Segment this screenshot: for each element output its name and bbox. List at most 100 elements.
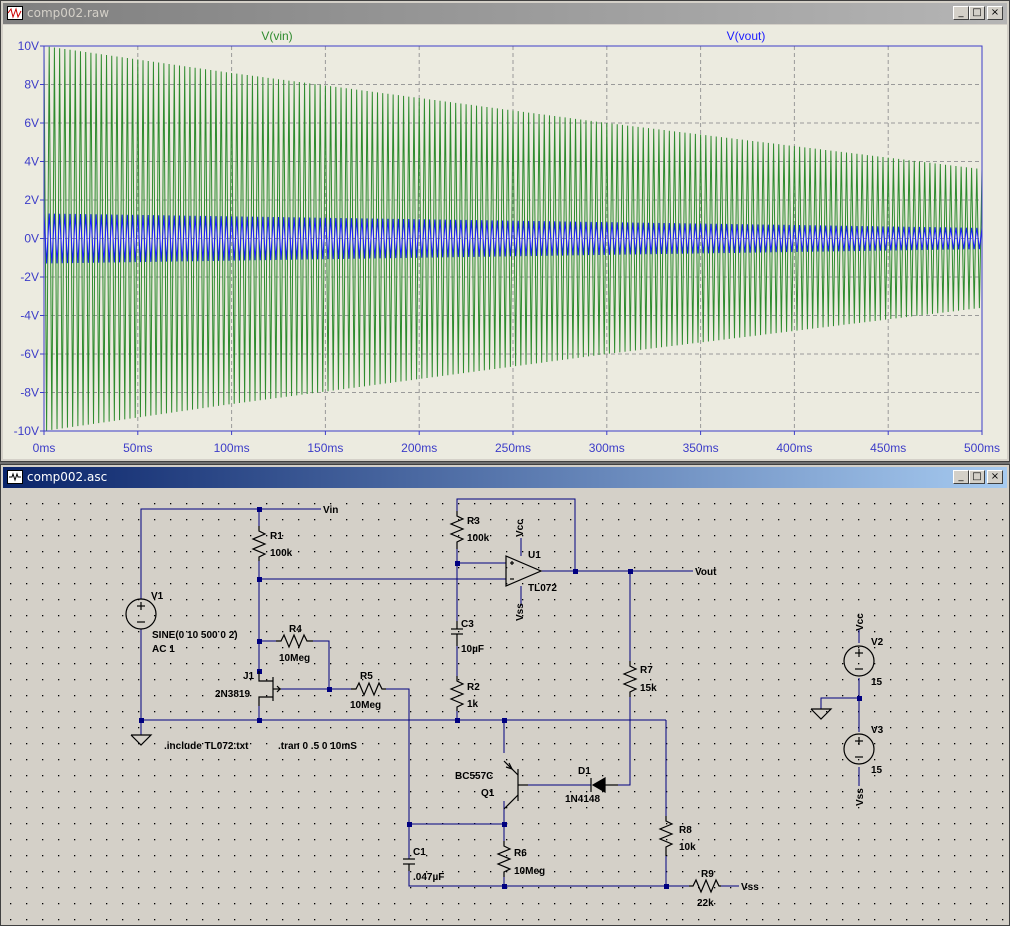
component-value-c3: 10µF — [461, 644, 484, 655]
y-tick-label: -10V — [14, 424, 39, 438]
net-label-vin: Vin — [323, 505, 338, 516]
close-button[interactable]: × — [987, 6, 1003, 20]
wire — [820, 697, 859, 709]
component-value-j1: 2N3819 — [215, 689, 250, 700]
opamp-u1[interactable] — [505, 555, 543, 587]
resistor-r3[interactable] — [449, 511, 465, 549]
spice-directive-include[interactable]: .include TL072.txt — [164, 741, 249, 752]
component-label-r3: R3 — [467, 516, 480, 527]
maximize-button[interactable]: □ — [969, 470, 985, 484]
component-label-q1: Q1 — [481, 788, 495, 799]
junction — [407, 822, 412, 827]
schematic-canvas[interactable]: Vin Vout Vcc Vss Vcc Vss Vss U1 TL072 R1… — [3, 489, 1007, 923]
wire-feedback — [456, 498, 576, 571]
net-label-vout: Vout — [695, 567, 717, 578]
plot-window-titlebar[interactable]: comp002.raw _ □ × — [3, 3, 1007, 24]
component-value-r1: 100k — [270, 548, 293, 559]
resistor-r8[interactable] — [658, 816, 674, 856]
plot-traces — [43, 45, 983, 431]
junction — [455, 561, 460, 566]
voltage-source-v3[interactable] — [843, 733, 875, 765]
component-value-v2: 15 — [871, 677, 883, 688]
component-value-r3: 100k — [467, 533, 490, 544]
y-tick-label: 0V — [24, 232, 39, 246]
junction — [257, 577, 262, 582]
minimize-button[interactable]: _ — [953, 6, 969, 20]
minimize-button[interactable]: _ — [953, 470, 969, 484]
y-tick-label: 10V — [18, 39, 39, 53]
component-label-r6: R6 — [514, 848, 527, 859]
ground-symbol[interactable] — [810, 708, 833, 720]
resistor-r5[interactable] — [351, 681, 386, 697]
junction — [327, 687, 332, 692]
component-label-r7: R7 — [640, 665, 653, 676]
component-label-u1: U1 — [528, 550, 541, 561]
resistor-r7[interactable] — [622, 661, 638, 697]
capacitor-c1[interactable] — [403, 858, 415, 871]
component-value-r9: 22k — [697, 898, 714, 909]
plot-frame — [43, 45, 983, 432]
junction — [628, 569, 633, 574]
junction — [502, 884, 507, 889]
junction — [573, 569, 578, 574]
junction — [502, 822, 507, 827]
x-tick-label: 50ms — [123, 441, 152, 455]
close-button[interactable]: × — [987, 470, 1003, 484]
wires — [140, 498, 860, 887]
component-value-u1: TL072 — [528, 583, 557, 594]
schematic-drawing[interactable]: Vin Vout Vcc Vss Vcc Vss Vss U1 TL072 R1… — [3, 489, 1007, 923]
x-tick-label: 150ms — [307, 441, 343, 455]
y-tick-label: 2V — [24, 193, 39, 207]
net-label-vss: Vss — [741, 882, 759, 893]
spice-directive-tran[interactable]: .tran 0 .5 0 10mS — [278, 741, 357, 752]
plot-window-title: comp002.raw — [27, 6, 110, 20]
component-label-r5: R5 — [360, 671, 373, 682]
y-tick-label: 4V — [24, 155, 39, 169]
voltage-source-v2[interactable] — [843, 645, 875, 677]
trace-label-vin[interactable]: V(vin) — [261, 29, 292, 43]
maximize-button[interactable]: □ — [969, 6, 985, 20]
resistor-r6[interactable] — [496, 841, 512, 877]
net-label-vss: Vss — [855, 788, 866, 806]
transistor-q1[interactable] — [503, 760, 528, 810]
component-label-r2: R2 — [467, 682, 480, 693]
component-value-r6: 10Meg — [514, 866, 545, 877]
component-value-r5: 10Meg — [350, 700, 381, 711]
component-label-r8: R8 — [679, 825, 692, 836]
junction — [257, 639, 262, 644]
x-tick-label: 500ms — [964, 441, 1000, 455]
diode-d1[interactable] — [590, 776, 618, 794]
schematic-window: comp002.asc _ □ × — [0, 464, 1010, 926]
component-value-v3: 15 — [871, 765, 883, 776]
net-label-vcc: Vcc — [515, 519, 526, 537]
x-tick-label: 350ms — [683, 441, 719, 455]
component-label-v1: V1 — [151, 591, 164, 602]
component-value-r4: 10Meg — [279, 653, 310, 664]
x-tick-label: 450ms — [870, 441, 906, 455]
schematic-icon — [7, 470, 23, 484]
net-label-vss: Vss — [515, 603, 526, 621]
voltage-source-v1[interactable] — [125, 598, 157, 630]
trace-label-vout[interactable]: V(vout) — [727, 29, 766, 43]
junction — [455, 718, 460, 723]
schematic-window-titlebar[interactable]: comp002.asc _ □ × — [3, 467, 1007, 488]
component-value-v1: SINE(0 10 500 0 2) — [152, 630, 238, 641]
resistor-r2[interactable] — [449, 676, 465, 711]
component-label-r4: R4 — [289, 624, 302, 635]
wire — [408, 871, 689, 887]
component-label-r9: R9 — [701, 869, 714, 880]
y-tick-label: -4V — [20, 309, 39, 323]
resistor-r1[interactable] — [251, 526, 267, 561]
resistor-r4[interactable] — [276, 633, 313, 649]
trace-vvout — [43, 213, 983, 264]
capacitor-c3[interactable] — [451, 621, 463, 646]
jfet-j1[interactable] — [258, 671, 281, 706]
y-tick-label: -8V — [20, 386, 39, 400]
resistor-r9[interactable] — [689, 878, 721, 894]
ground-symbol[interactable] — [130, 734, 153, 746]
component-value-r2: 1k — [467, 699, 479, 710]
